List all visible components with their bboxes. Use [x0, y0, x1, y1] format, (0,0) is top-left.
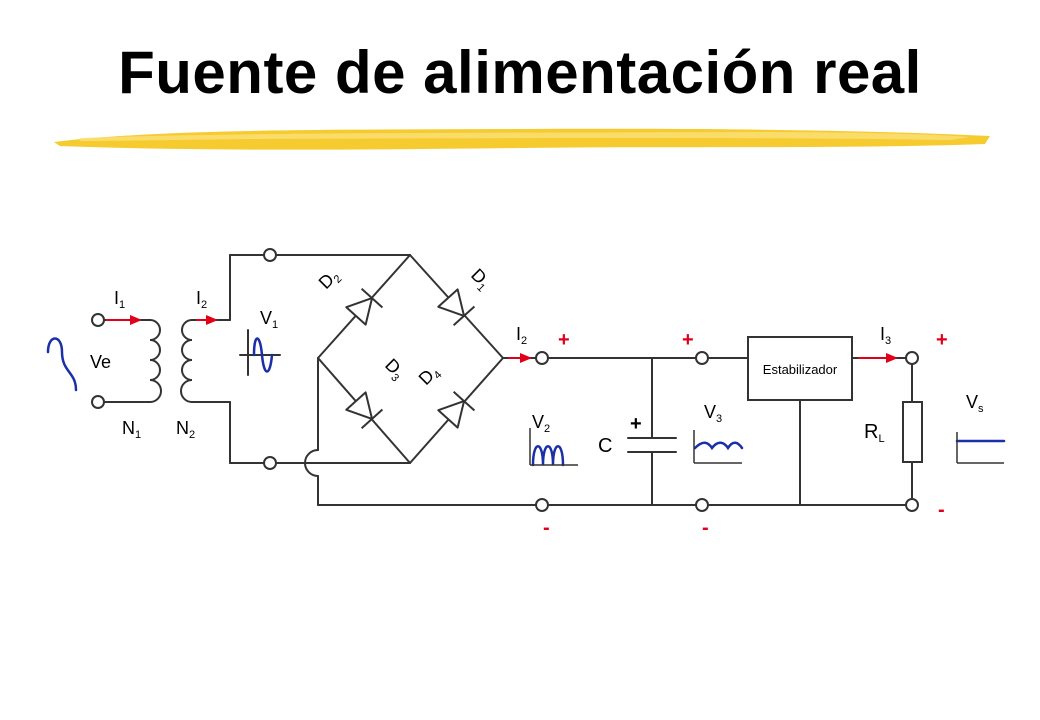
- waveform-v1-sine: [252, 337, 274, 373]
- terminal-v3-bottom: [695, 498, 709, 512]
- diode-d4: [437, 390, 476, 429]
- label-c-plus: +: [630, 413, 642, 435]
- polarity-plus-vs: +: [936, 329, 948, 351]
- label-d2: D2: [315, 265, 345, 295]
- wire-crossover-hop: [304, 449, 319, 477]
- waveform-v2-rectified: [531, 445, 565, 467]
- stabilizer-label: Estabilizador: [763, 362, 838, 377]
- highlighter-stroke-light: [80, 132, 970, 141]
- terminal-v3-top: [695, 351, 709, 365]
- arrow-i2-output-head: [520, 353, 532, 363]
- waveform-ve-sine: [46, 337, 78, 392]
- label-v3: V3: [704, 402, 722, 425]
- terminal-v2-top: [535, 351, 549, 365]
- label-i2-output: I2: [516, 324, 527, 347]
- label-d1: D1: [465, 265, 495, 295]
- label-i2-primary: I2: [196, 288, 207, 311]
- label-rl: RL: [864, 421, 885, 445]
- diode-d3: [345, 391, 384, 430]
- terminal-primary-top: [91, 313, 105, 327]
- polarity-plus-v2: +: [558, 329, 570, 351]
- terminal-vs-top: [905, 351, 919, 365]
- terminal-secondary-top: [263, 248, 277, 262]
- secondary-coil: [180, 319, 193, 403]
- label-d4: D4: [415, 361, 445, 391]
- polarity-minus-vs: -: [938, 499, 945, 521]
- arrow-i1-head: [130, 315, 142, 325]
- label-d3: D3: [379, 355, 409, 385]
- load-resistor: [902, 401, 923, 463]
- waveform-v3-ripple: [693, 441, 744, 451]
- polarity-minus-v3: -: [702, 517, 709, 539]
- stabilizer-box: [747, 336, 853, 401]
- label-i3: I3: [880, 324, 891, 347]
- polarity-plus-v3: +: [682, 329, 694, 351]
- terminal-primary-bottom: [91, 395, 105, 409]
- label-i1: I1: [114, 288, 125, 311]
- label-vs: Vs: [966, 392, 984, 415]
- terminal-secondary-bottom: [263, 456, 277, 470]
- label-v1: V1: [260, 308, 278, 331]
- label-n2: N2: [176, 418, 195, 441]
- page-title: Fuente de alimentación real: [118, 39, 922, 106]
- label-c: C: [598, 435, 612, 457]
- arrow-i3-head: [886, 353, 898, 363]
- title-underline: [54, 128, 990, 150]
- polarity-minus-v2: -: [543, 517, 550, 539]
- arrow-i2-primary-head: [206, 315, 218, 325]
- label-ve: Ve: [90, 352, 111, 372]
- diode-d1: [437, 288, 476, 327]
- label-n1: N1: [122, 418, 141, 441]
- label-v2: V2: [532, 412, 550, 435]
- diode-d2: [345, 287, 384, 326]
- primary-coil: [149, 319, 162, 403]
- terminal-v2-bottom: [535, 498, 549, 512]
- terminal-vs-bottom: [905, 498, 919, 512]
